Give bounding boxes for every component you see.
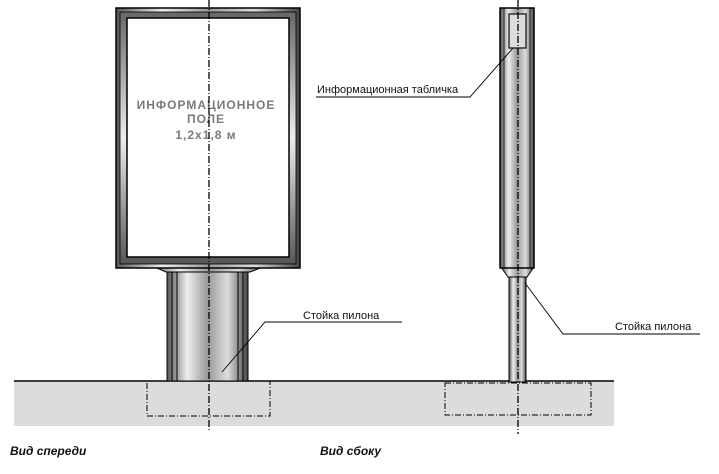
field-title-line2: ПОЛЕ bbox=[187, 112, 225, 126]
front-foundation bbox=[146, 380, 271, 417]
side-view: Информационная табличка Стойка пилона Ви… bbox=[316, 0, 700, 458]
front-view-caption: Вид спереди bbox=[10, 444, 87, 458]
field-size: 1,2x1,8 м bbox=[175, 128, 236, 142]
front-pillar bbox=[166, 269, 249, 382]
side-pillar-label: Стойка пилона bbox=[615, 321, 692, 333]
side-view-caption: Вид сбоку bbox=[320, 444, 382, 458]
field-title-line1: ИНФОРМАЦИОННОЕ bbox=[137, 98, 276, 112]
info-field bbox=[126, 17, 290, 258]
front-pillar-label: Стойка пилона bbox=[303, 310, 380, 322]
side-panel bbox=[499, 7, 535, 269]
ground bbox=[14, 380, 614, 426]
info-plate-label: Информационная табличка bbox=[317, 84, 459, 96]
front-view: ИНФОРМАЦИОННОЕ ПОЛЕ 1,2x1,8 м Стойка пил… bbox=[10, 0, 402, 458]
